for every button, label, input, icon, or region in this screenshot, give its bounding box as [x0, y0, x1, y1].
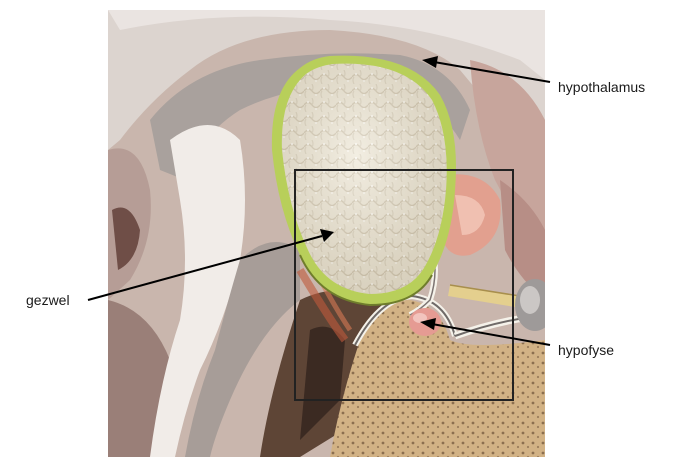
label-pituitary: hypofyse	[558, 342, 614, 358]
label-tumor: gezwel	[26, 292, 70, 308]
label-hypothalamus: hypothalamus	[558, 79, 645, 95]
